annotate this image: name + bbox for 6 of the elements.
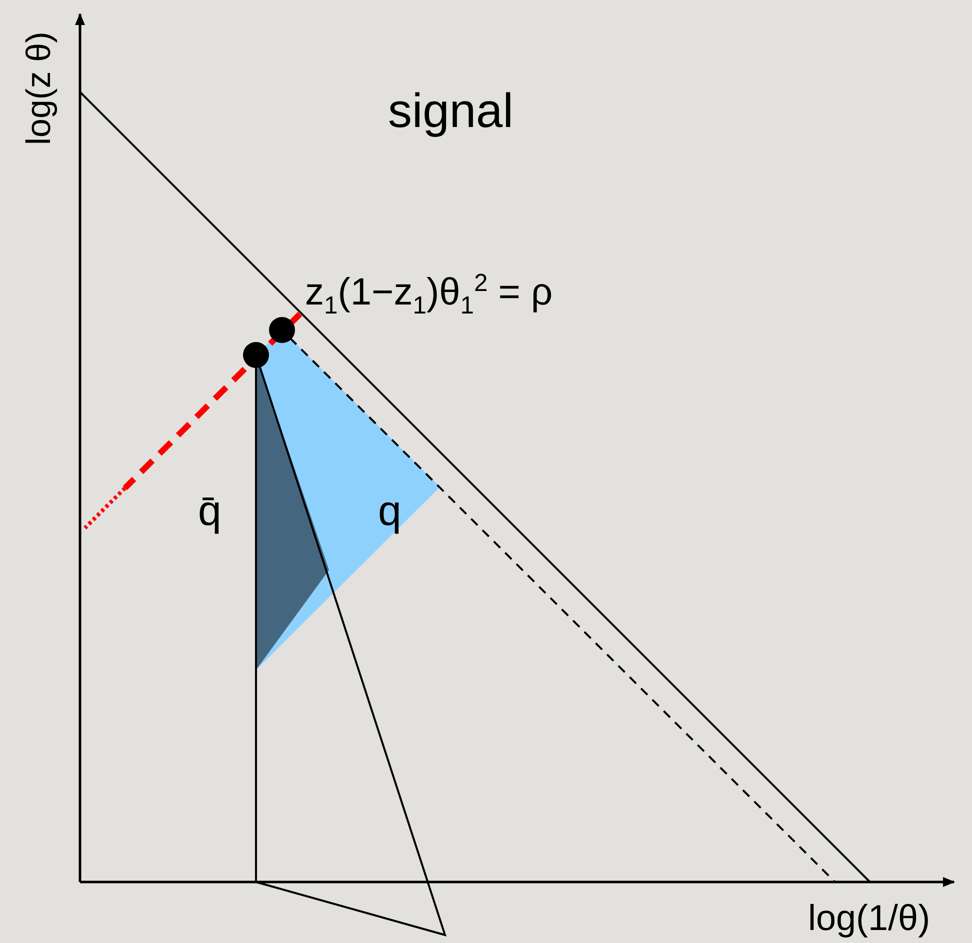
axis-label: log(z θ) xyxy=(22,32,56,145)
chart-title: signal xyxy=(388,88,514,136)
region-label: q̄ xyxy=(198,490,222,532)
axis-label: log(1/θ) xyxy=(808,900,930,936)
formula-label: z$_{1}$(1−z$_{1}$)θ$_{1}$$^{2}$ = ρ xyxy=(305,272,553,319)
region-label: q xyxy=(378,490,402,532)
